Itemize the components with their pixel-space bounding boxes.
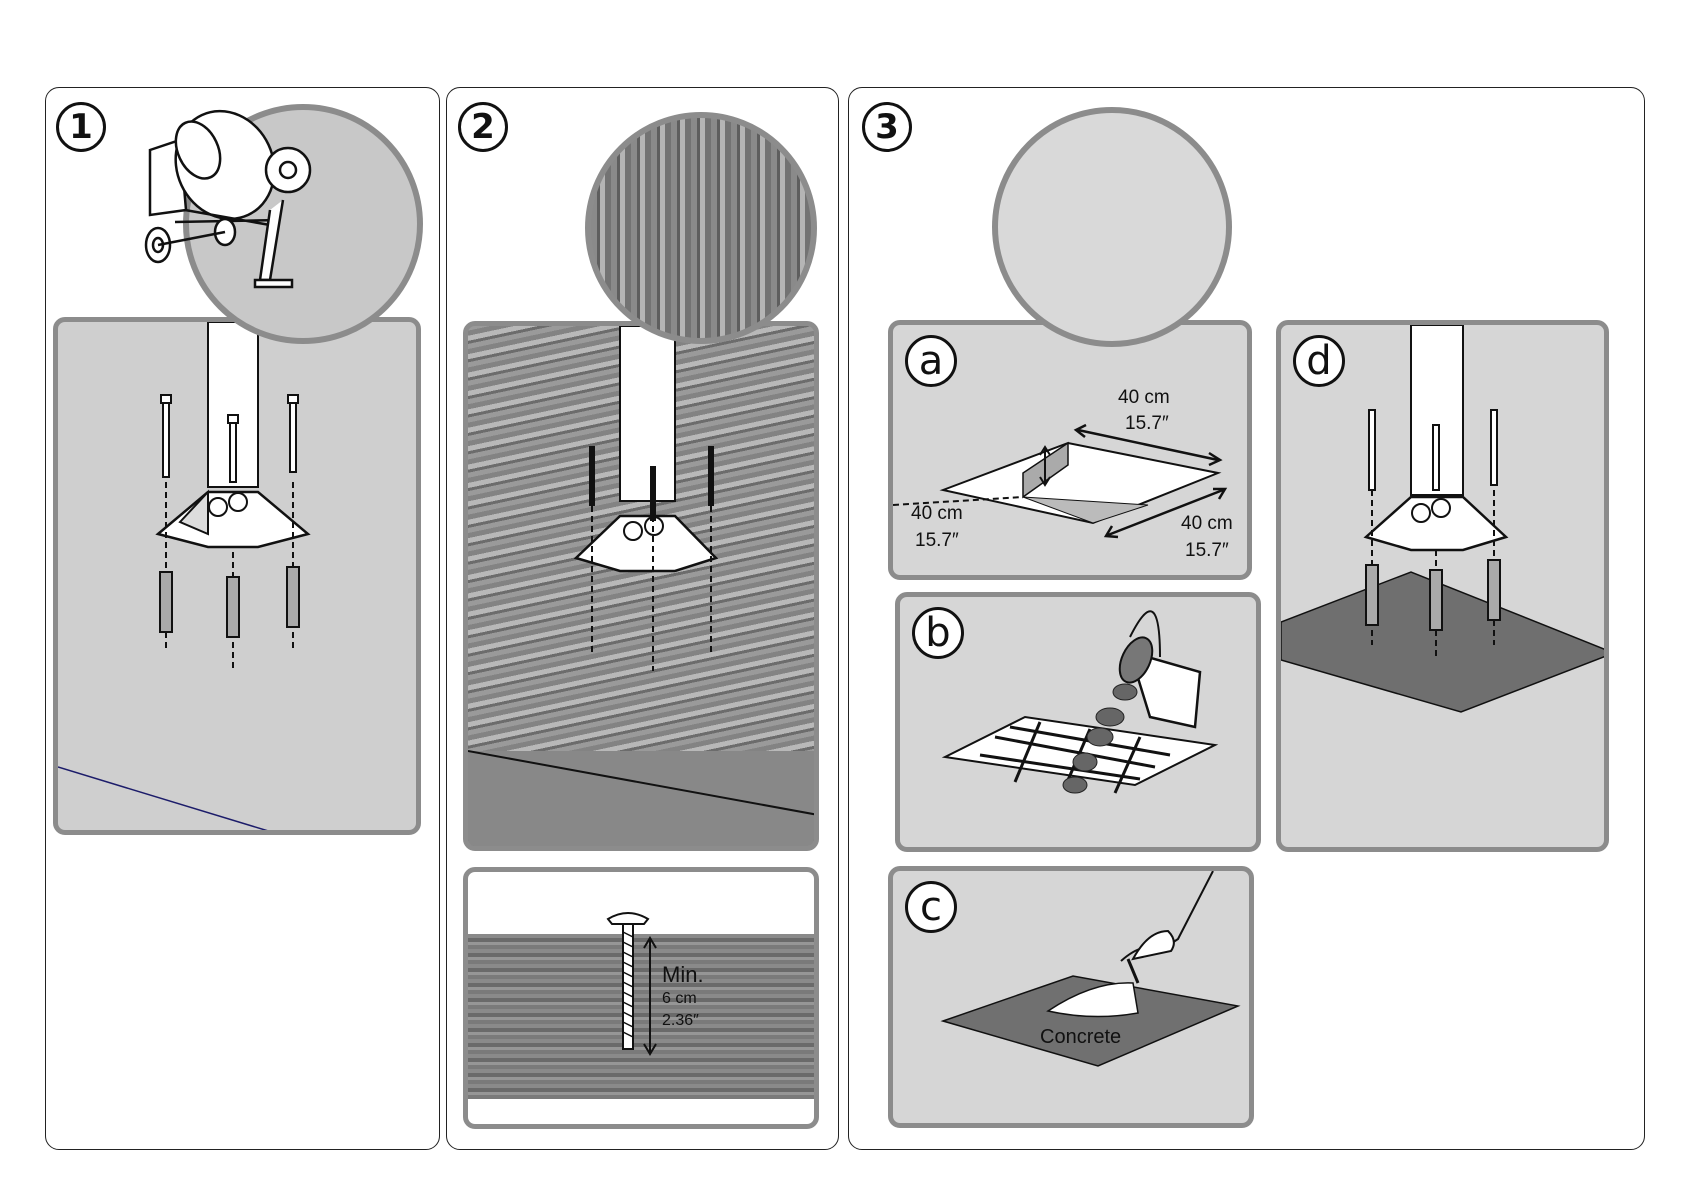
dim-right-metric: 40 cm — [1181, 513, 1233, 535]
step-3d-letter: d — [1293, 335, 1345, 387]
dim-top-metric: 40 cm — [1118, 387, 1170, 409]
dim-left-imperial: 15.7″ — [915, 530, 959, 552]
dim-right-imperial: 15.7″ — [1185, 540, 1229, 562]
dim-left-metric: 40 cm — [911, 503, 963, 525]
screw-imperial-label: 2.36″ — [662, 1012, 699, 1030]
step-3b-letter: b — [912, 607, 964, 659]
screw-metric-label: 6 cm — [662, 990, 697, 1008]
screw-min-label: Min. — [662, 962, 704, 988]
step-3a-letter: a — [905, 335, 957, 387]
dim-top-imperial: 15.7″ — [1125, 413, 1169, 435]
concrete-label: Concrete — [1040, 1026, 1121, 1049]
step-3c-letter: c — [905, 881, 957, 933]
